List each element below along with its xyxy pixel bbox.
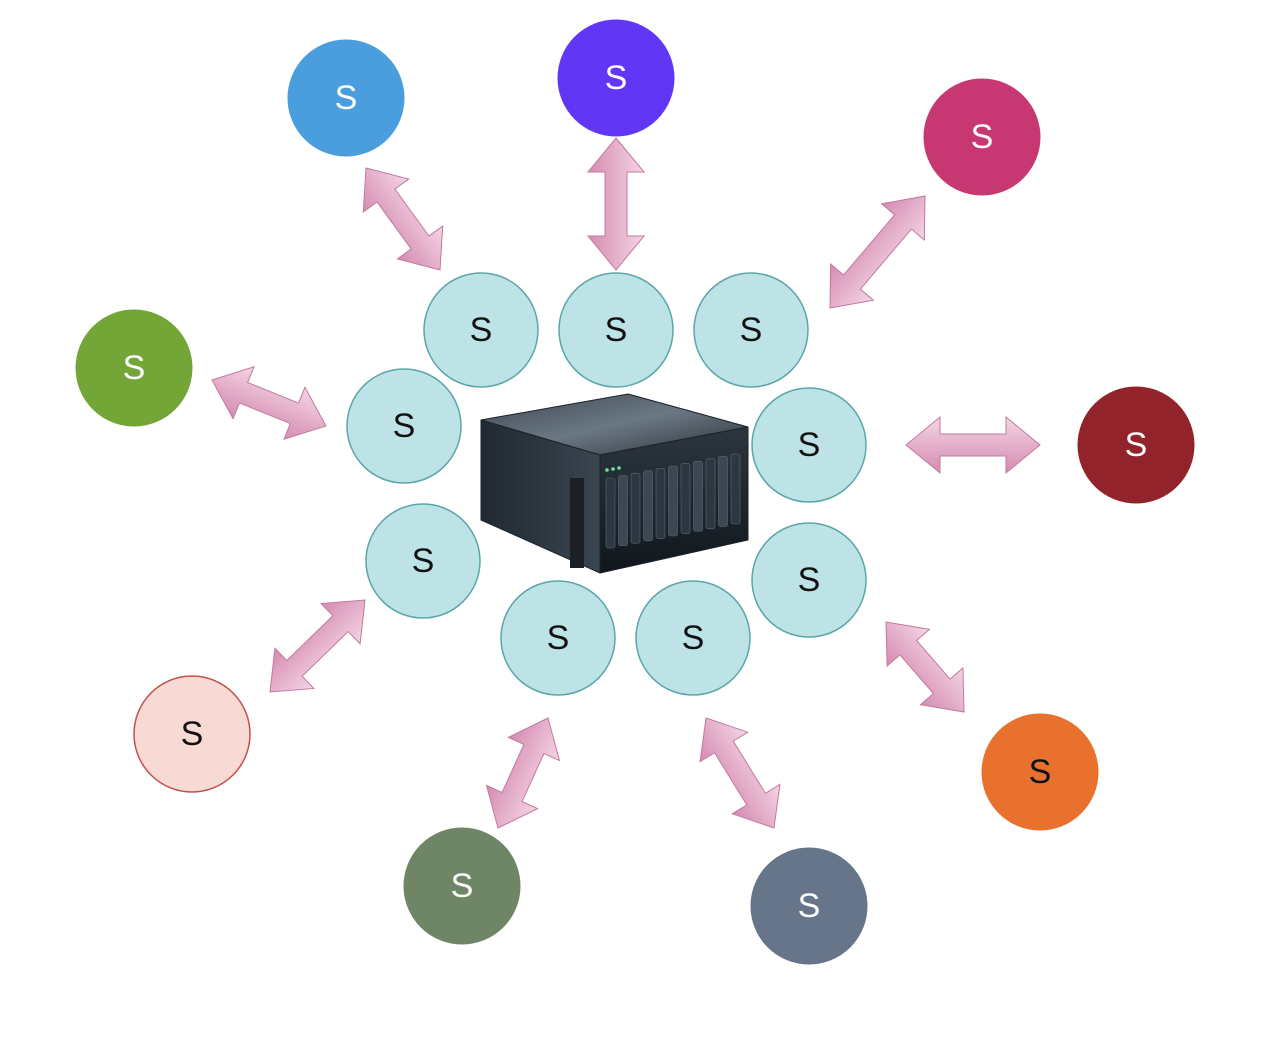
node-label: S	[798, 887, 821, 925]
server-blade	[643, 470, 653, 542]
outer-node-top-left[interactable]: S	[287, 39, 405, 157]
arrow-right	[905, 415, 1041, 475]
server-blade	[730, 453, 741, 525]
arrow-bottom-center-left	[485, 717, 561, 829]
outer-node-bottom-right[interactable]: S	[981, 713, 1099, 831]
server-blade	[680, 463, 691, 534]
outer-node-bottom-center-right[interactable]: S	[750, 847, 868, 965]
inner-node-3[interactable]: S	[693, 272, 809, 388]
arrow-top-left	[362, 167, 444, 271]
node-label: S	[798, 426, 821, 464]
arrow-bottom-left	[269, 599, 366, 693]
server-blade	[718, 456, 728, 527]
inner-node-6[interactable]: S	[365, 503, 481, 619]
server-blade	[618, 475, 628, 546]
server-blade	[630, 472, 641, 544]
node-label: S	[605, 311, 628, 349]
node-label: S	[123, 349, 146, 387]
outer-ring: S S S S S S S S	[75, 19, 1195, 965]
node-label: S	[412, 542, 435, 580]
node-label: S	[1125, 426, 1148, 464]
node-label: S	[605, 59, 628, 97]
inner-node-8[interactable]: S	[500, 580, 616, 696]
node-label: S	[335, 79, 358, 117]
outer-node-left[interactable]: S	[75, 309, 193, 427]
node-label: S	[547, 619, 570, 657]
server-blade-bays	[605, 453, 741, 549]
outer-node-bottom-center-left[interactable]: S	[403, 827, 521, 945]
node-label: S	[740, 311, 763, 349]
node-label: S	[798, 561, 821, 599]
node-label: S	[393, 407, 416, 445]
node-label: S	[682, 619, 705, 657]
arrow-left	[211, 365, 327, 441]
arrow-top-right	[829, 195, 926, 309]
inner-node-4[interactable]: S	[346, 368, 462, 484]
arrow-bottom-center-right	[699, 717, 781, 829]
server-blade	[605, 477, 616, 549]
inner-node-2[interactable]: S	[558, 272, 674, 388]
inner-node-1[interactable]: S	[423, 272, 539, 388]
arrow-bottom-right	[885, 621, 965, 713]
inner-node-7[interactable]: S	[751, 522, 867, 638]
server-rack-icon	[480, 393, 749, 574]
arrow-top	[586, 137, 646, 271]
node-label: S	[451, 867, 474, 905]
inner-ring: S S S S S S S S	[346, 272, 867, 696]
node-label: S	[971, 118, 994, 156]
outer-node-top-right[interactable]: S	[923, 78, 1041, 196]
server-blade	[705, 458, 716, 530]
server-blade	[693, 460, 703, 532]
outer-node-right[interactable]: S	[1077, 386, 1195, 504]
inner-node-9[interactable]: S	[635, 580, 751, 696]
outer-node-bottom-left[interactable]: S	[133, 675, 251, 793]
arrows-layer	[211, 137, 1041, 829]
node-label: S	[181, 715, 204, 753]
server-blade	[655, 468, 666, 539]
node-label: S	[1029, 753, 1052, 791]
inner-node-5[interactable]: S	[751, 387, 867, 503]
server-blade	[668, 465, 678, 537]
node-label: S	[470, 311, 493, 349]
outer-node-top[interactable]: S	[557, 19, 675, 137]
